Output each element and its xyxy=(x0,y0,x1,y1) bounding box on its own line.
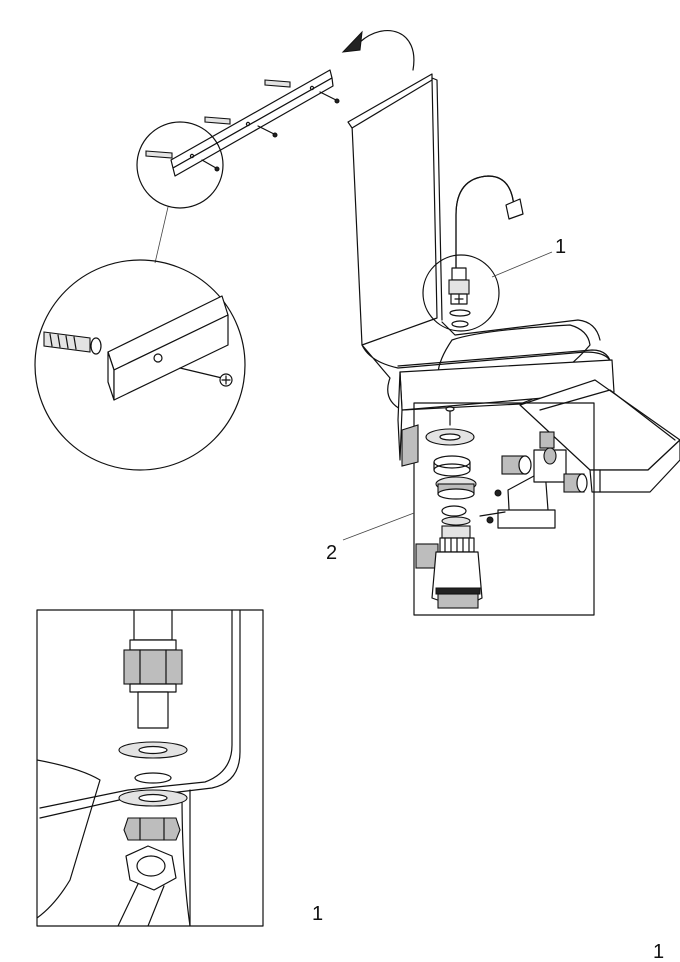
leader-line xyxy=(342,512,415,541)
detail-circle-faucet xyxy=(422,254,500,332)
bracket-detail xyxy=(34,259,246,471)
page-number: 1 xyxy=(653,941,664,962)
washer-icon xyxy=(449,309,471,317)
washer-icon xyxy=(118,741,188,759)
leader-line xyxy=(154,206,169,264)
detail-circle-small xyxy=(136,121,224,209)
callout-drain-label: 2 xyxy=(326,542,337,564)
wall-bracket-group xyxy=(145,69,340,177)
drain-exploded-view xyxy=(401,402,595,616)
detail-callout-label: 1 xyxy=(312,903,323,925)
sink-unit xyxy=(347,73,680,493)
callout-faucet-label: 1 xyxy=(555,236,566,258)
faucet xyxy=(448,175,524,328)
hex-nut-icon xyxy=(123,817,181,841)
hex-nut-icon xyxy=(125,845,177,891)
screw-icon xyxy=(201,91,340,172)
leader-line xyxy=(491,251,553,278)
washer-icon xyxy=(118,789,188,807)
screw-icon xyxy=(179,367,233,387)
rotate-arrow-icon xyxy=(341,29,415,71)
wall-plug-icon xyxy=(145,79,291,159)
wall-plug-icon xyxy=(43,331,102,355)
faucet-connection-detail xyxy=(36,609,264,927)
